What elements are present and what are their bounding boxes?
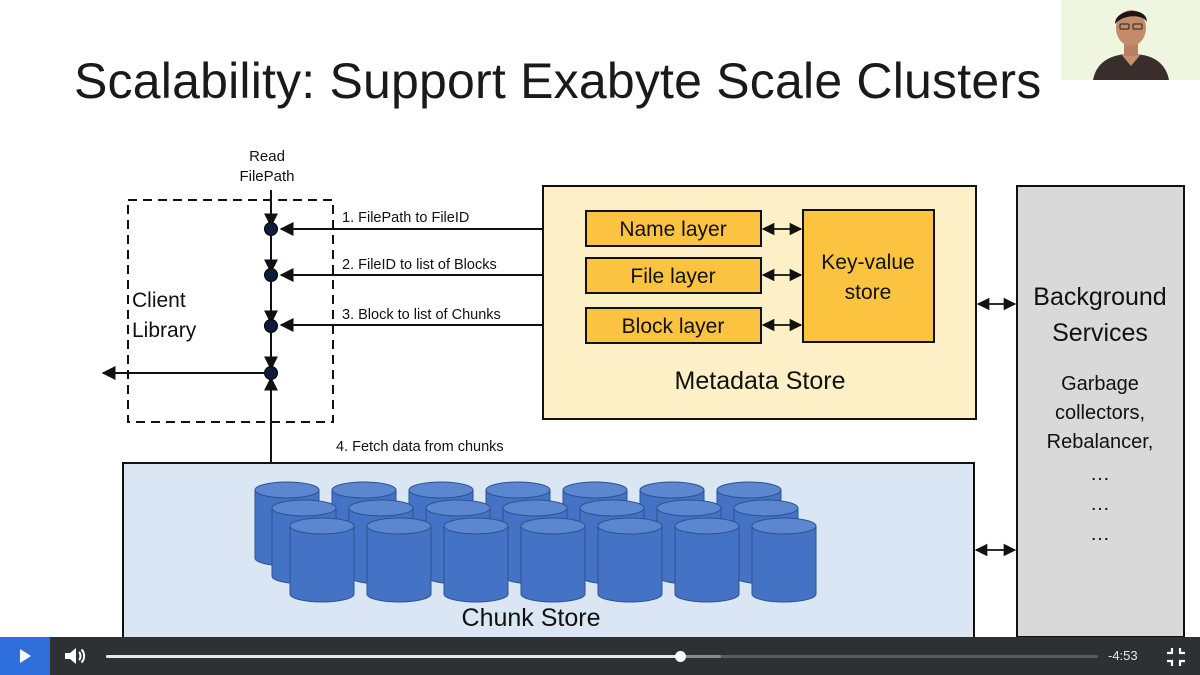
slide-title: Scalability: Support Exabyte Scale Clust…	[74, 53, 1042, 109]
block-layer-label: Block layer	[622, 315, 725, 338]
play-icon	[20, 649, 31, 663]
name-layer-label: Name layer	[619, 218, 726, 241]
exit-fullscreen-button[interactable]	[1166, 647, 1186, 667]
filepath-label: FilePath	[239, 168, 294, 185]
garbage-label: Garbage	[1061, 373, 1139, 395]
seek-bar-thumb[interactable]	[675, 651, 687, 662]
chunk-cylinder	[751, 517, 817, 603]
chunk-cylinders	[254, 481, 817, 603]
play-button[interactable]	[0, 637, 50, 675]
background-services-box	[1016, 185, 1185, 637]
architecture-diagram: Client Library Read FilePath 1. FilePath…	[101, 148, 1185, 637]
chunk-cylinder	[674, 517, 740, 603]
step4-label: 4. Fetch data from chunks	[336, 439, 504, 455]
junction-dot-3	[264, 319, 278, 333]
client-library-box	[127, 199, 334, 423]
background-label-line2: Services	[1052, 319, 1148, 347]
exit-fullscreen-icon	[1167, 648, 1185, 666]
file-layer-box	[585, 257, 762, 294]
time-remaining: -4:53	[1108, 648, 1138, 663]
file-layer-label: File layer	[630, 265, 715, 288]
key-value-label-line1: Key-value	[821, 251, 914, 274]
presenter-video	[1061, 0, 1200, 80]
step2-label: 2. FileID to list of Blocks	[342, 257, 497, 273]
ellipsis-3: …	[1090, 523, 1110, 545]
block-layer-box	[585, 307, 762, 344]
junction-dot-2	[264, 268, 278, 282]
ellipsis-2: …	[1090, 493, 1110, 515]
chunk-cylinder	[443, 517, 509, 603]
step3-label: 3. Block to list of Chunks	[342, 307, 501, 323]
name-layer-box	[585, 210, 762, 247]
volume-button[interactable]	[62, 644, 88, 668]
collectors-label: collectors,	[1055, 402, 1145, 424]
ellipsis-1: …	[1090, 463, 1110, 485]
background-label-line1: Background	[1033, 283, 1166, 311]
chunk-cylinder	[366, 517, 432, 603]
seek-bar[interactable]	[106, 651, 1098, 662]
key-value-label-line2: store	[845, 281, 892, 304]
chunk-store-label: Chunk Store	[462, 604, 601, 632]
metadata-store-label: Metadata Store	[675, 367, 846, 395]
chunk-cylinder	[597, 517, 663, 603]
junction-dot-1	[264, 222, 278, 236]
video-control-bar: -4:53	[0, 637, 1200, 675]
client-library-label-line1: Client	[132, 289, 186, 312]
rebalancer-label: Rebalancer,	[1047, 431, 1154, 453]
seek-bar-progress	[106, 655, 681, 658]
junction-dot-4	[264, 366, 278, 380]
volume-icon	[65, 648, 86, 664]
chunk-cylinder	[289, 517, 355, 603]
read-label: Read	[249, 148, 285, 165]
client-library-label-line2: Library	[132, 319, 197, 342]
key-value-store-box	[802, 209, 935, 343]
step1-label: 1. FilePath to FileID	[342, 210, 469, 226]
chunk-cylinder	[520, 517, 586, 603]
